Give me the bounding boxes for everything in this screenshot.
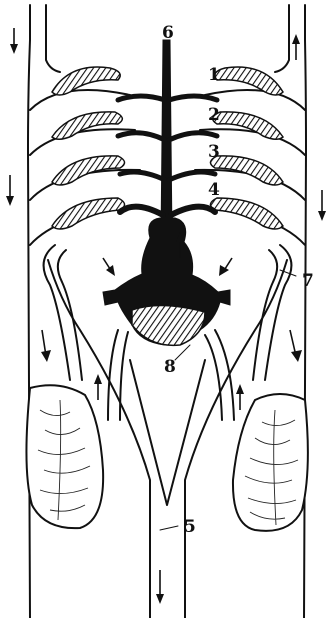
label-5: 5 bbox=[184, 517, 196, 537]
label-7: 7 bbox=[302, 271, 314, 291]
ventral-aorta bbox=[118, 40, 217, 240]
left-lung bbox=[26, 385, 103, 528]
label-3: 3 bbox=[208, 142, 220, 162]
heart bbox=[103, 218, 230, 345]
label-2: 2 bbox=[208, 105, 220, 125]
label-1: 1 bbox=[208, 65, 220, 85]
label-6: 6 bbox=[162, 23, 174, 43]
gill-arches-left bbox=[30, 67, 140, 245]
label-4: 4 bbox=[208, 180, 220, 200]
right-lung bbox=[233, 394, 308, 531]
label-8: 8 bbox=[164, 357, 176, 377]
